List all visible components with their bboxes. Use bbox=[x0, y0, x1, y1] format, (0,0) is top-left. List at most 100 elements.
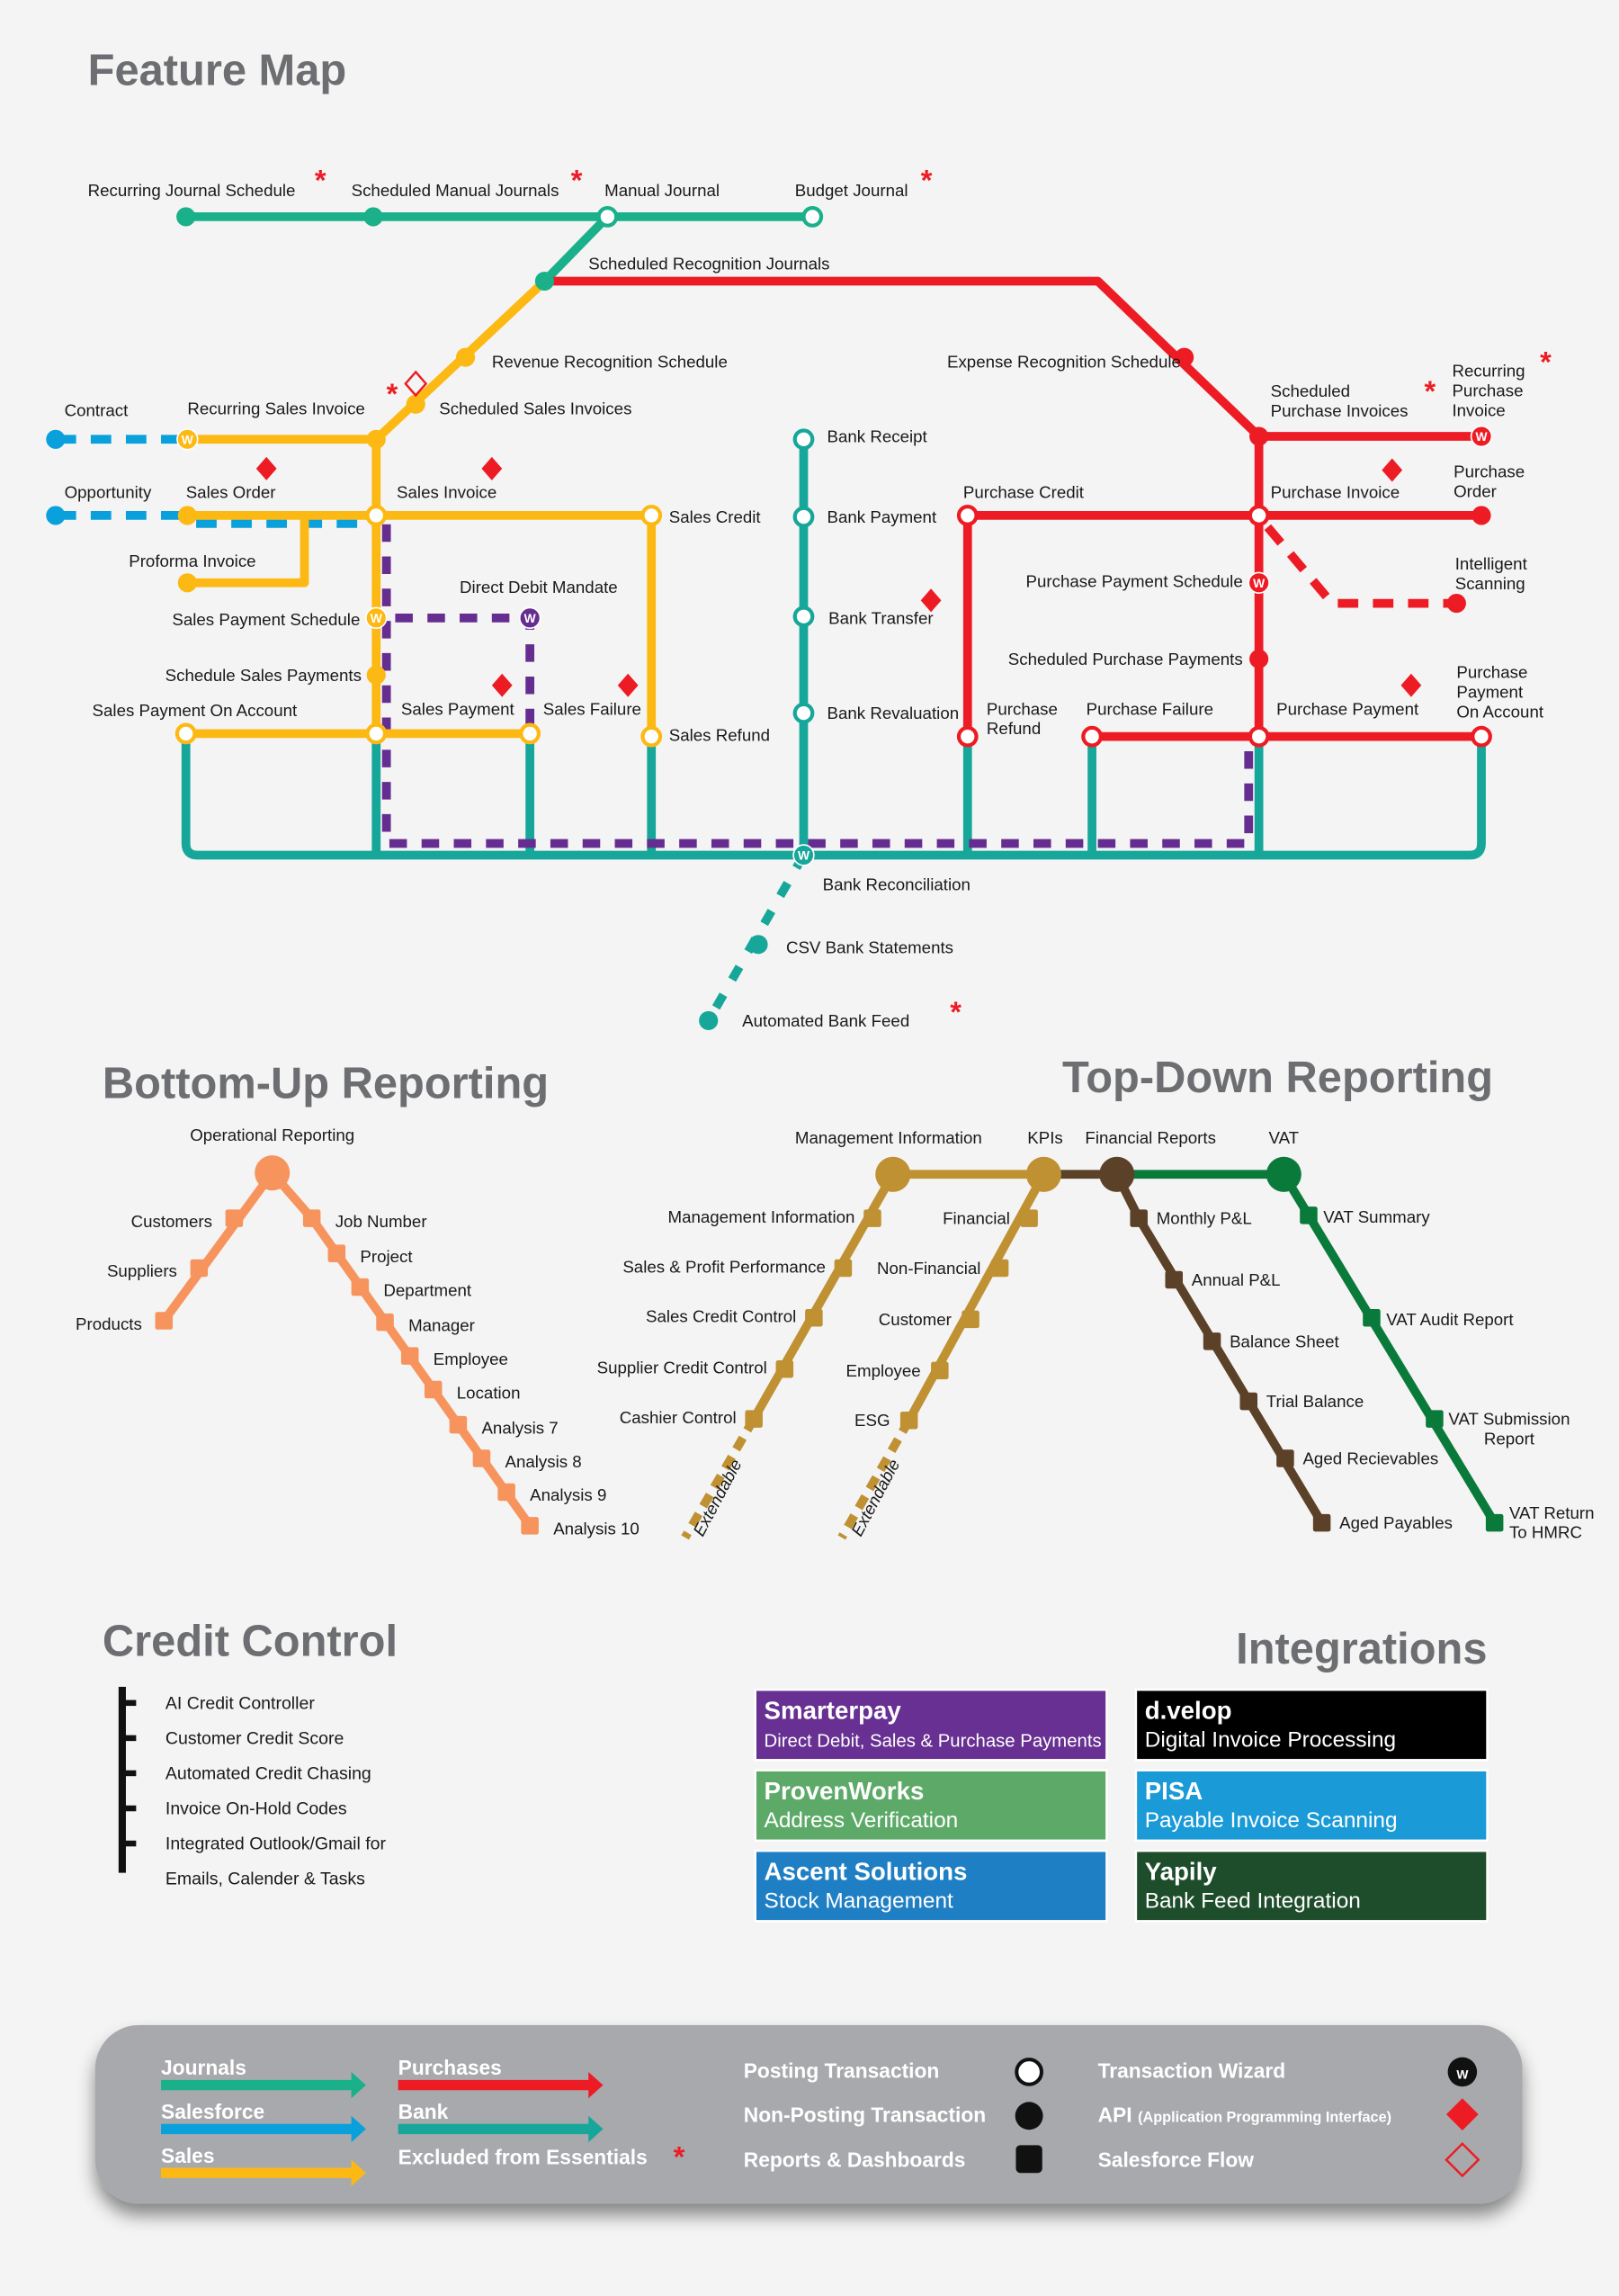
report-label: Non-Financial bbox=[877, 1259, 980, 1278]
excluded-from-essentials-icon: * bbox=[571, 165, 583, 197]
wizard-glyph: W bbox=[371, 611, 383, 625]
non-posting-station bbox=[176, 207, 196, 227]
station-label: CSV Bank Statements bbox=[786, 938, 953, 957]
report-label: Analysis 7 bbox=[481, 1418, 558, 1437]
integration-description: Bank Feed Integration bbox=[1145, 1889, 1361, 1914]
excluded-from-essentials-icon: * bbox=[387, 378, 398, 410]
legend-line-label: Purchases bbox=[398, 2056, 502, 2079]
top-down-title: Top-Down Reporting bbox=[1062, 1054, 1493, 1102]
report-label: Sales & Profit Performance bbox=[622, 1257, 826, 1276]
station-label: Expense Recognition Schedule bbox=[947, 353, 1181, 372]
report-station bbox=[805, 1309, 823, 1327]
wizard-icon bbox=[1447, 2057, 1478, 2087]
label-line: Recurring bbox=[1452, 361, 1525, 380]
non-posting-station bbox=[177, 573, 197, 593]
legend-line-label: Sales bbox=[161, 2144, 215, 2167]
label-line: Order bbox=[1454, 482, 1497, 501]
station-label: Recurring Journal Schedule bbox=[88, 181, 296, 200]
credit-control-tick bbox=[122, 1735, 137, 1742]
integration-card-bg bbox=[754, 1688, 1108, 1762]
non-posting-station bbox=[699, 1010, 719, 1030]
label-line: VAT Submission bbox=[1448, 1410, 1570, 1429]
report-label: Supplier Credit Control bbox=[597, 1359, 767, 1377]
wizard-station: W bbox=[792, 844, 815, 866]
report-station bbox=[775, 1359, 794, 1378]
posting-station bbox=[792, 506, 815, 528]
non-posting-station bbox=[1249, 649, 1269, 668]
integration-name: Smarterpay bbox=[765, 1697, 902, 1725]
integration-card-bg bbox=[754, 1769, 1108, 1843]
credit-control-title: Credit Control bbox=[103, 1618, 398, 1666]
integration-card-bg bbox=[1134, 1849, 1489, 1923]
api-icon bbox=[617, 673, 639, 697]
report-station bbox=[1203, 1332, 1221, 1350]
label-line: Scheduled bbox=[1271, 381, 1350, 400]
report-hub bbox=[1266, 1156, 1301, 1192]
wizard-glyph: W bbox=[798, 848, 810, 863]
credit-control-item: Emails, Calender & Tasks bbox=[165, 1870, 365, 1889]
integration-card-bg bbox=[1134, 1688, 1489, 1762]
wizard-icon bbox=[792, 844, 815, 866]
report-label: Management Information bbox=[668, 1207, 855, 1226]
integration-name: PISA bbox=[1145, 1777, 1203, 1805]
wizard-glyph: W bbox=[1475, 429, 1488, 444]
posting-station bbox=[792, 428, 815, 451]
report-label: Annual P&L bbox=[1192, 1270, 1281, 1289]
posting-station bbox=[365, 722, 388, 745]
bottom-up-title: Bottom-Up Reporting bbox=[103, 1060, 549, 1108]
station-label: Schedule Sales Payments bbox=[165, 666, 362, 685]
report-hub bbox=[1099, 1156, 1135, 1192]
credit-control-tick bbox=[122, 1805, 137, 1812]
wizard-glyph: W bbox=[1253, 576, 1266, 590]
report-station bbox=[225, 1209, 244, 1227]
excluded-from-essentials-icon: * bbox=[921, 165, 933, 197]
api-icon bbox=[1400, 673, 1422, 697]
posting-station bbox=[174, 722, 197, 745]
report-station bbox=[899, 1411, 918, 1430]
report-station bbox=[449, 1415, 468, 1434]
station-label: Sales Payment Schedule bbox=[172, 610, 360, 629]
non-posting-station bbox=[406, 394, 425, 414]
report-label: Customers bbox=[131, 1212, 212, 1231]
legend-non-posting-label: Non-Posting Transaction bbox=[744, 2103, 986, 2126]
station-label: Scheduled Recognition Journals bbox=[588, 255, 829, 274]
wizard-icon bbox=[1470, 425, 1493, 448]
non-posting-station bbox=[1471, 506, 1491, 525]
line-arrow-icon bbox=[161, 2071, 366, 2099]
non-posting-station bbox=[1446, 593, 1466, 614]
station-label: Opportunity bbox=[65, 482, 152, 501]
credit-control-item: Customer Credit Score bbox=[165, 1728, 344, 1748]
non-posting-circle-icon bbox=[1015, 2102, 1043, 2130]
non-posting-station bbox=[455, 347, 476, 367]
non-posting-station bbox=[366, 665, 386, 685]
line-arrow-icon bbox=[398, 2115, 604, 2143]
station-label: Sales Failure bbox=[543, 699, 641, 718]
station-label: Contract bbox=[65, 400, 129, 419]
integration-description: Address Verification bbox=[765, 1808, 959, 1833]
label-line: Payment bbox=[1456, 683, 1524, 702]
report-station bbox=[302, 1209, 321, 1227]
report-label: Project bbox=[360, 1247, 413, 1266]
legend-items: JournalsSalesforceSalesPurchasesBankExcl… bbox=[161, 2056, 1480, 2186]
api-icon bbox=[920, 588, 942, 613]
legend-wizard-label: Transaction Wizard bbox=[1098, 2058, 1286, 2082]
extendable-line bbox=[681, 1416, 758, 1540]
report-label: Job Number bbox=[335, 1212, 427, 1231]
posting-station bbox=[1248, 725, 1270, 748]
report-label: Trial Balance bbox=[1266, 1392, 1364, 1411]
report-station bbox=[1300, 1206, 1318, 1224]
legend-reports-label: Reports & Dashboards bbox=[744, 2148, 966, 2172]
credit-control-item: Automated Credit Chasing bbox=[165, 1763, 371, 1783]
excluded-from-essentials-icon: * bbox=[315, 165, 326, 197]
report-station bbox=[1363, 1309, 1381, 1327]
integration-description: Digital Invoice Processing bbox=[1145, 1728, 1396, 1753]
report-label: Balance Sheet bbox=[1230, 1332, 1339, 1350]
